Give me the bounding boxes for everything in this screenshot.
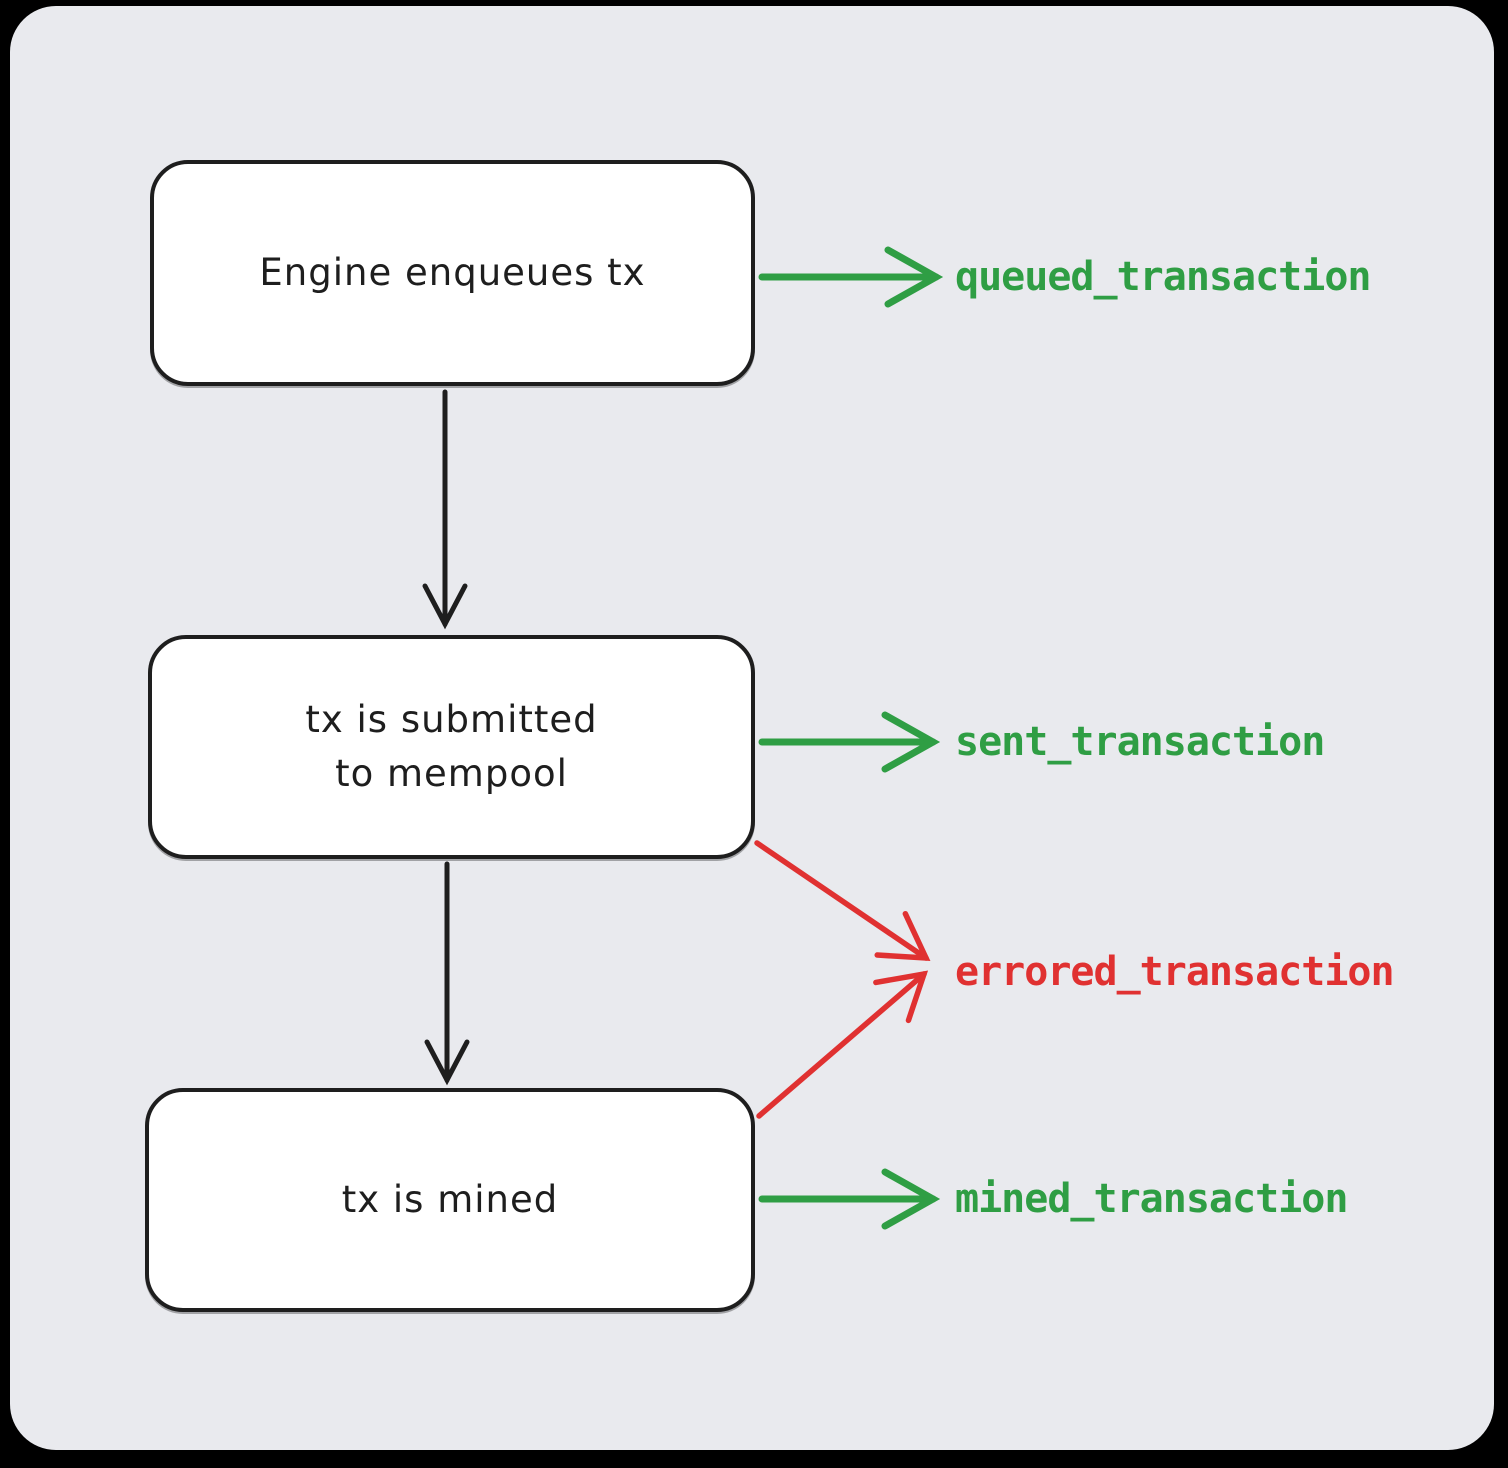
event-label-sent-transaction: sent_transaction xyxy=(955,719,1325,765)
event-label-mined-transaction: mined_transaction xyxy=(955,1176,1348,1222)
event-label-queued-transaction: queued_transaction xyxy=(955,254,1371,300)
node-engine-enqueues-tx: Engine enqueues tx xyxy=(150,160,755,386)
node-label: tx is submitted to mempool xyxy=(305,698,598,795)
node-label: tx is mined xyxy=(341,1178,559,1222)
node-tx-is-mined: tx is mined xyxy=(145,1088,755,1312)
event-label-errored-transaction: errored_transaction xyxy=(955,949,1395,995)
node-tx-submitted-to-mempool: tx is submitted to mempool xyxy=(148,635,755,859)
node-label: Engine enqueues tx xyxy=(259,251,646,295)
